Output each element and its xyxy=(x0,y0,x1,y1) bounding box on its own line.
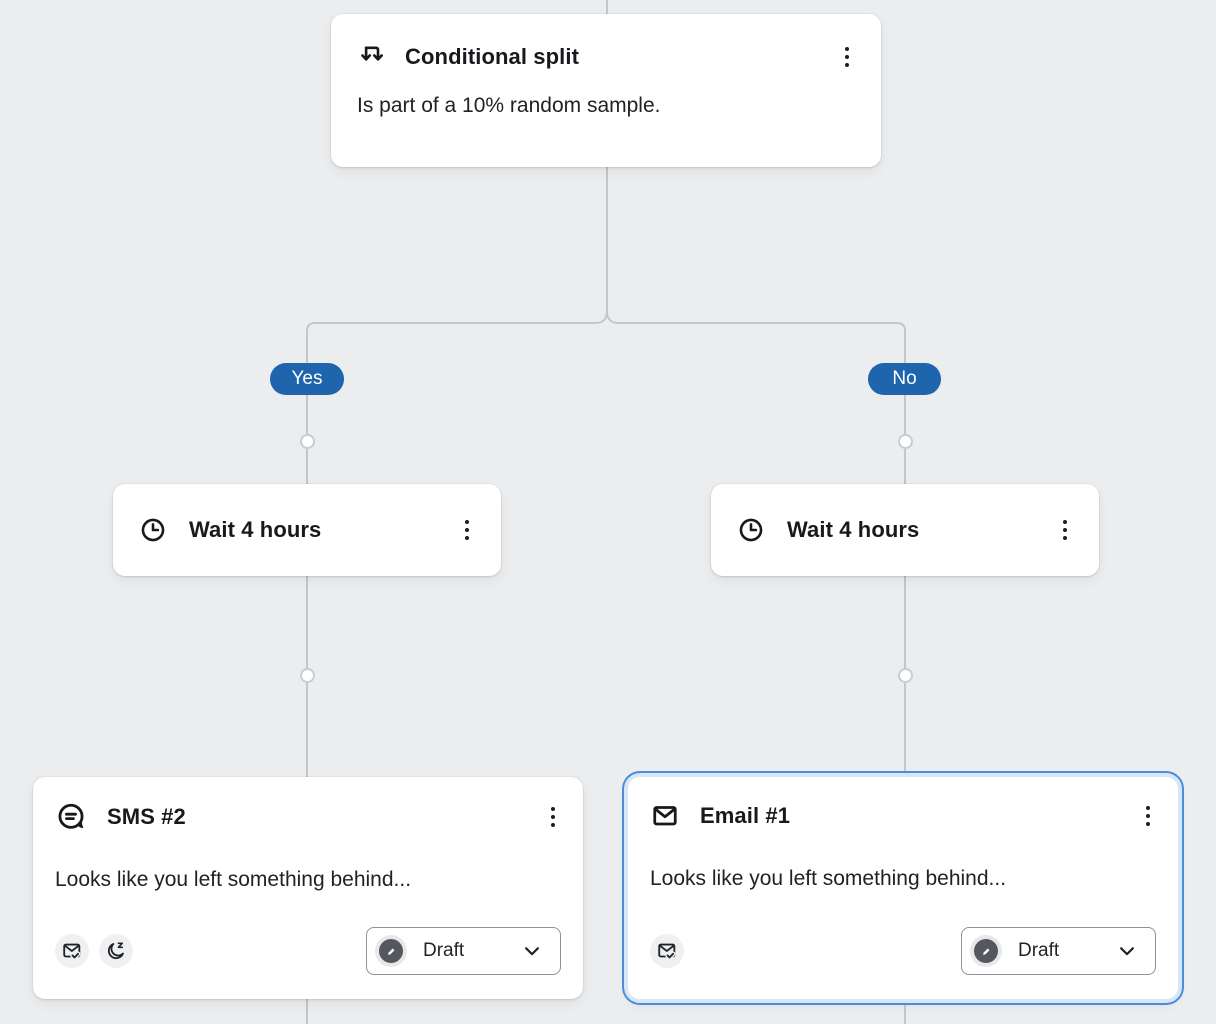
branch-label-yes: Yes xyxy=(270,363,344,395)
node-title: SMS #2 xyxy=(107,804,186,829)
conditional-split-header: Conditional split xyxy=(357,42,855,72)
conditional-split-card[interactable]: Conditional split Is part of a 10% rando… xyxy=(331,14,881,167)
sms-footer: Draft xyxy=(55,927,561,975)
pencil-icon xyxy=(379,939,403,963)
status-dropdown[interactable]: Draft xyxy=(961,927,1156,975)
chevron-down-icon xyxy=(1117,942,1137,960)
kebab-menu-button[interactable] xyxy=(459,516,476,545)
connector-port[interactable] xyxy=(897,433,913,449)
node-title: Email #1 xyxy=(700,803,791,828)
message-preview: Looks like you left something behind... xyxy=(55,868,412,891)
sms-card[interactable]: SMS #2 Looks like you left something beh… xyxy=(33,777,583,999)
kebab-menu-button[interactable] xyxy=(1057,516,1074,545)
wait-card-yes-branch[interactable]: Wait 4 hours xyxy=(113,484,501,576)
kebab-menu-button[interactable] xyxy=(545,803,562,832)
sms-bubble-icon xyxy=(55,801,87,833)
connector-port[interactable] xyxy=(897,667,913,683)
status-ring xyxy=(375,935,407,967)
branch-label-no-text: No xyxy=(892,368,917,389)
node-title: Conditional split xyxy=(405,44,580,69)
kebab-menu-button[interactable] xyxy=(839,43,856,72)
wait-card-no-branch[interactable]: Wait 4 hours xyxy=(711,484,1099,576)
envelope-icon xyxy=(650,801,680,831)
smart-sending-envelope-check-icon xyxy=(650,934,684,968)
connector-port[interactable] xyxy=(299,667,315,683)
node-title: Wait 4 hours xyxy=(787,517,920,542)
status-dropdown[interactable]: Draft xyxy=(366,927,561,975)
connector-port[interactable] xyxy=(299,433,315,449)
status-label: Draft xyxy=(423,940,465,961)
pencil-icon xyxy=(974,939,998,963)
chevron-down-icon xyxy=(522,942,542,960)
node-title: Wait 4 hours xyxy=(189,517,322,542)
status-label: Draft xyxy=(1018,940,1060,961)
smart-sending-envelope-check-icon xyxy=(55,934,89,968)
message-preview: Looks like you left something behind... xyxy=(650,867,1007,890)
branch-label-yes-text: Yes xyxy=(291,368,323,389)
clock-icon xyxy=(737,516,765,544)
conditional-split-description: Is part of a 10% random sample. xyxy=(357,94,661,117)
status-ring xyxy=(970,935,1002,967)
split-arrows-icon xyxy=(357,42,387,72)
clock-icon xyxy=(139,516,167,544)
quiet-hours-moon-icon xyxy=(99,934,133,968)
email-card-selected[interactable]: Email #1 Looks like you left something b… xyxy=(628,777,1178,999)
branch-label-no: No xyxy=(868,363,941,395)
email-footer: Draft xyxy=(650,927,1156,975)
kebab-menu-button[interactable] xyxy=(1140,802,1157,831)
